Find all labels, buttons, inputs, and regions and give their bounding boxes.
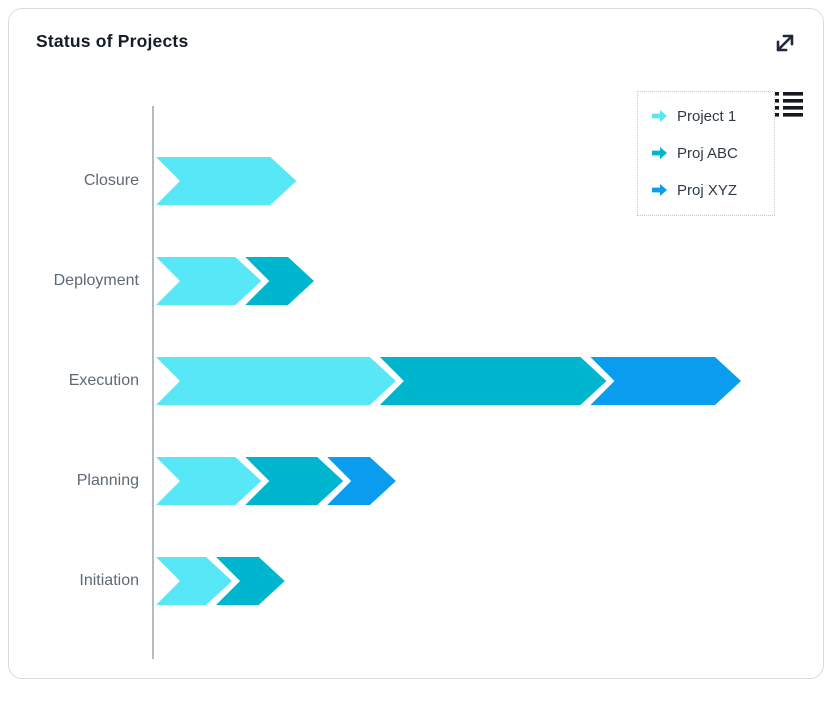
bar-segment-proj-xyz[interactable]	[590, 357, 741, 405]
category-label-initiation: Initiation	[79, 572, 139, 589]
bar-segment-proj-xyz[interactable]	[327, 457, 396, 505]
bar-segment-proj-abc[interactable]	[245, 257, 314, 305]
bar-segment-project-1[interactable]	[156, 357, 396, 405]
bar-segment-proj-abc[interactable]	[216, 557, 285, 605]
legend-items: Project 1 Proj ABC Proj XYZ	[652, 105, 766, 203]
category-label-planning: Planning	[76, 472, 139, 489]
legend-label: Project 1	[677, 108, 737, 125]
expand-icon	[776, 34, 794, 52]
bar-segment-project-1[interactable]	[156, 257, 262, 305]
arrow-right-icon	[652, 184, 667, 196]
arrow-right-icon	[652, 110, 667, 122]
legend-item-project-1[interactable]: Project 1	[652, 105, 766, 129]
bar-segment-proj-abc[interactable]	[379, 357, 607, 405]
legend-item-proj-xyz[interactable]: Proj XYZ	[652, 179, 766, 203]
list-menu-icon	[775, 92, 803, 117]
legend-label: Proj XYZ	[677, 182, 738, 199]
bar-segment-proj-abc[interactable]	[245, 457, 344, 505]
plot-area	[152, 106, 741, 659]
bar-segment-project-1[interactable]	[156, 157, 297, 205]
chart-title: Status of Projects	[36, 31, 189, 51]
bar-segment-project-1[interactable]	[156, 557, 233, 605]
bar-segment-project-1[interactable]	[156, 457, 262, 505]
category-label-deployment: Deployment	[53, 272, 139, 289]
legend-item-proj-abc[interactable]: Proj ABC	[652, 142, 766, 166]
arrow-right-icon	[652, 147, 667, 159]
category-label-execution: Execution	[68, 372, 139, 389]
chart-menu-button[interactable]	[775, 91, 803, 117]
legend: Project 1 Proj ABC Proj XYZ	[637, 91, 775, 216]
expand-button[interactable]	[771, 29, 799, 57]
category-label-closure: Closure	[83, 172, 139, 189]
legend-label: Proj ABC	[677, 145, 738, 162]
